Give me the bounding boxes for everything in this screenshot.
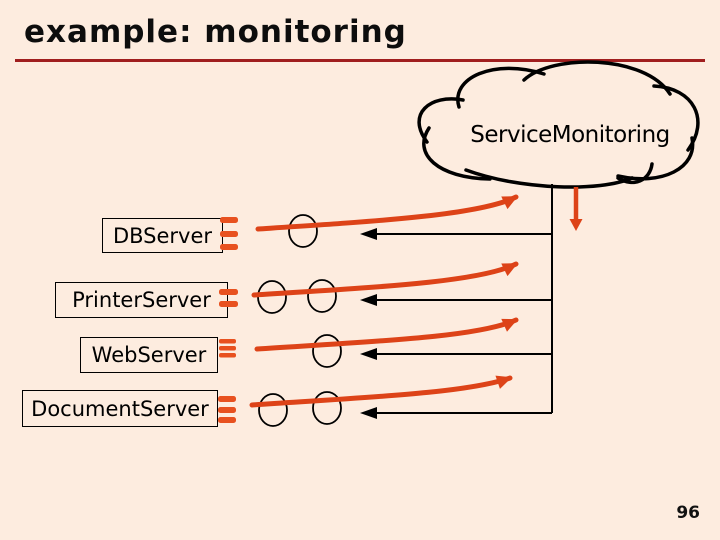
cloud-icon (417, 60, 700, 189)
cloud-arc (464, 168, 634, 189)
event-circle (312, 334, 342, 368)
server-box-webserver: WebServer (80, 337, 218, 373)
event-circle (307, 279, 337, 313)
server-label: DBServer (112, 223, 213, 248)
left-arrowhead-icon (360, 348, 377, 360)
page-number: 96 (676, 503, 700, 523)
event-circle (288, 214, 318, 248)
interface-dash (219, 339, 236, 344)
server-box-dbserver: DBServer (102, 218, 223, 253)
server-box-printerserver: PrinterServer (55, 282, 228, 318)
down-arrowhead-icon (569, 219, 583, 231)
monitor-tree (372, 184, 553, 414)
event-circle (258, 393, 288, 427)
cloud-down-arrow (569, 187, 583, 231)
interface-dash (220, 244, 238, 250)
server-label: WebServer (91, 343, 207, 367)
server-box-documentserver: DocumentServer (22, 390, 218, 427)
cloud-arc (417, 97, 465, 144)
interface-dash (218, 417, 236, 423)
server-label: PrinterServer (72, 288, 211, 312)
event-circle (257, 280, 287, 314)
event-flow-arrow (251, 261, 519, 298)
event-flow-arrow (254, 317, 519, 352)
event-flow-arrow (255, 194, 519, 232)
title-underline (15, 59, 705, 62)
cloud-label: ServiceMonitoring (470, 122, 670, 148)
cloud-arc (616, 136, 695, 181)
event-flow-arrow (249, 375, 513, 408)
event-circle (312, 391, 342, 425)
interface-dash (220, 231, 238, 237)
monitor-arrowheads (360, 228, 377, 419)
left-arrowhead-icon (360, 228, 377, 240)
event-flow-arrows (249, 194, 519, 408)
interface-dashes (218, 217, 238, 423)
interface-dash (219, 289, 238, 295)
interface-dash (219, 301, 238, 307)
cloud-arc (522, 60, 672, 96)
left-arrowhead-icon (360, 407, 377, 419)
interface-dash (218, 396, 236, 402)
cloud-arc (422, 126, 492, 181)
interface-dash (220, 217, 238, 223)
server-label: DocumentServer (31, 396, 209, 421)
interface-dash (219, 346, 236, 351)
interface-dash (218, 407, 236, 413)
left-arrowhead-icon (360, 294, 377, 306)
slide-title: example: monitoring (24, 14, 407, 50)
interface-dash (219, 353, 236, 358)
event-circles (257, 214, 342, 427)
